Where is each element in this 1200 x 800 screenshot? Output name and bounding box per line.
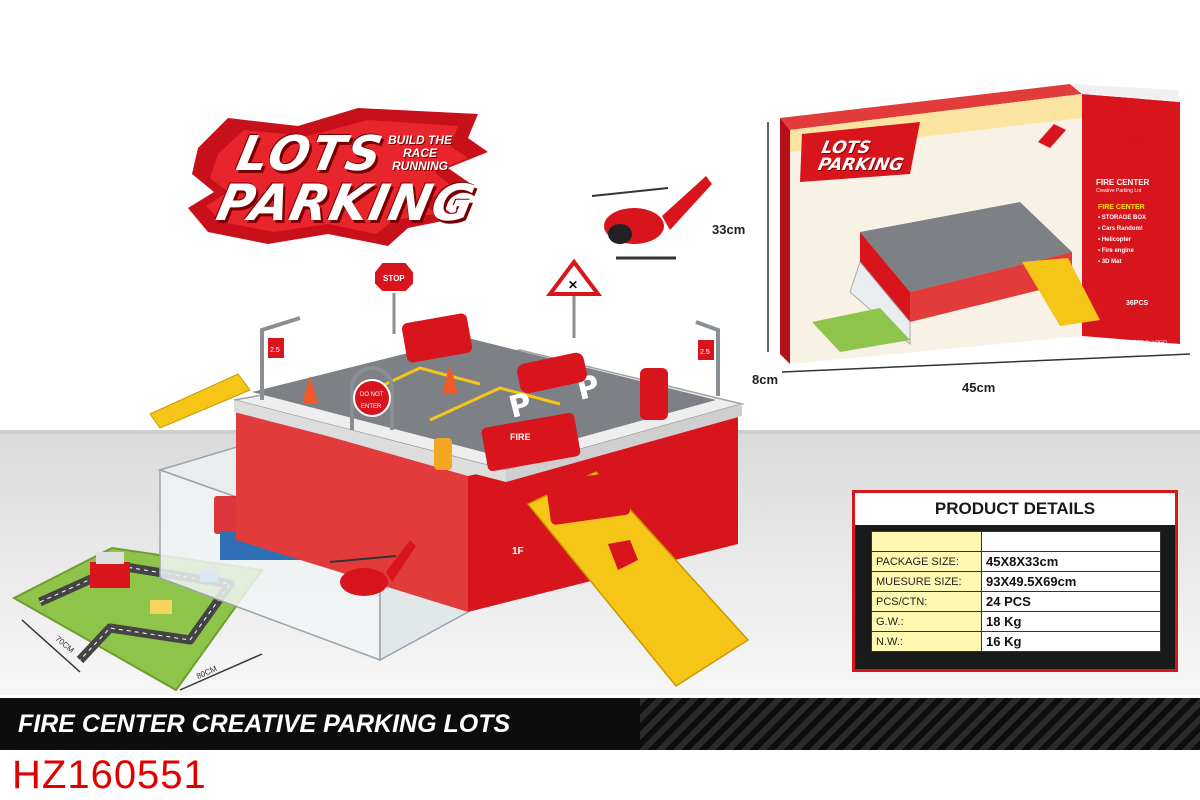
table-row: PACKAGE SIZE: 45X8X33cm [871,551,1161,572]
traffic-cone-2 [442,364,458,394]
height-limit-text-right: 2.5 [700,349,710,356]
table-row: MUESURE SIZE: 93X49.5X69cm [871,571,1161,592]
helicopter-drawer [329,540,416,596]
box-list-item: • 3D Mat [1098,259,1122,265]
firefighter-figure [434,438,452,470]
box-list-item: • Fire engine [1098,248,1134,254]
table-row: G.W.: 18 Kg [871,611,1161,632]
fire-vehicles-deck: FIRE [401,313,587,472]
box-fire-center: FIRE CENTER [1096,178,1150,187]
product-box: FIRE CENTER LOTS PARKING DIY FIRE CENTER… [760,82,1196,402]
mat-dimension-line-a [21,619,81,673]
traffic-cone-1 [302,376,318,404]
logo-tagline: BUILD THE RACE RUNNING [388,133,452,173]
banner-title: FIRE CENTER CREATIVE PARKING LOTS [18,710,511,738]
box-width-label: 45cm [962,380,996,395]
floor-label-1f: 1F [512,546,524,557]
left-ramp [149,373,251,429]
warning-cross-icon: ✕ [568,278,578,292]
detail-value: 45X8X33cm [981,551,1161,572]
box-fire-center-top: FIRE CENTER [1095,104,1156,114]
detail-label: G.W.: [871,611,982,632]
street-lights [260,316,720,400]
bottom-banner: FIRE CENTER CREATIVE PARKING LOTS [0,698,1200,750]
ramp-arrow-sign [608,540,638,570]
detail-value: 18 Kg [981,611,1161,632]
height-limit-sign-right [698,340,714,360]
lots-parking-logo: LOTS BUILD THE RACE RUNNING PARKING [188,108,488,248]
box-list-item: • STORAGE BOX [1098,215,1146,221]
detail-label: N.W.: [871,631,982,652]
box-height-label: 33cm [712,222,746,237]
helicopter-flying [591,176,712,260]
logo-splash-shape [188,108,488,246]
height-limit-text-left: 2.5 [270,347,280,354]
detail-label: PCS/CTN: [871,591,982,612]
product-details-panel: PRODUCT DETAILS PACKAGE SIZE: 45X8X33cm … [852,490,1178,672]
product-details-title: PRODUCT DETAILS [855,493,1175,525]
box-logo: LOTS PARKING [816,138,908,175]
detail-label: PACKAGE SIZE: [871,551,982,572]
table-row: PCS/CTN: 24 PCS [871,591,1161,612]
banner-stripes [640,698,1200,750]
box-depth-label: 8cm [752,372,779,387]
box-pcs-count: 36PCS [1126,300,1149,307]
detail-label [871,531,982,552]
warning-triangle-sign: ✕ [546,258,602,338]
height-limit-sign-left [268,338,284,358]
stop-sign: STOP [373,261,415,334]
parking-playset-illustration: 1F P P 2.5 2.5 STOP ✕ DO NOT ENTER [11,176,750,692]
product-details-table: PACKAGE SIZE: 45X8X33cm MUESURE SIZE: 93… [871,531,1161,652]
do-not-enter-text-1: DO NOT [360,392,384,398]
table-row: N.W.: 16 Kg [871,631,1161,652]
fire-van-deck [401,313,473,363]
fire-car-deck [517,352,587,394]
fire-engine-label: FIRE [510,432,531,442]
detail-label: MUESURE SIZE: [871,571,982,592]
box-list-item: • Cars Random! [1098,226,1143,232]
mat-dimension-line-b [179,653,263,691]
box-feature-list: FIRE CENTER • STORAGE BOX • Cars Random!… [1098,204,1176,270]
product-box-shape [767,84,1191,373]
detail-value: 16 Kg [981,631,1161,652]
box-logo-line-2: PARKING [816,155,906,175]
fuel-pump [640,368,668,420]
fire-truck-ramp [545,471,631,525]
box-ages-label: AGES 3+ LOGO [1130,340,1167,346]
fire-engine-deck [481,412,581,472]
box-list-item: • Helicopter [1098,237,1132,243]
stop-sign-text: STOP [383,274,405,283]
box-diy-label: DIY [1096,130,1147,163]
do-not-enter-sign: DO NOT ENTER [350,366,394,430]
detail-value: 93X49.5X69cm [981,571,1161,592]
detail-value: 24 PCS [981,591,1161,612]
table-row [871,531,1161,552]
detail-value [981,531,1161,552]
do-not-enter-text-2: ENTER [361,404,382,410]
product-code: HZ160551 [12,753,207,797]
box-subtitle: Creative Parking Lot [1096,188,1142,194]
box-list-title: FIRE CENTER [1098,204,1145,211]
